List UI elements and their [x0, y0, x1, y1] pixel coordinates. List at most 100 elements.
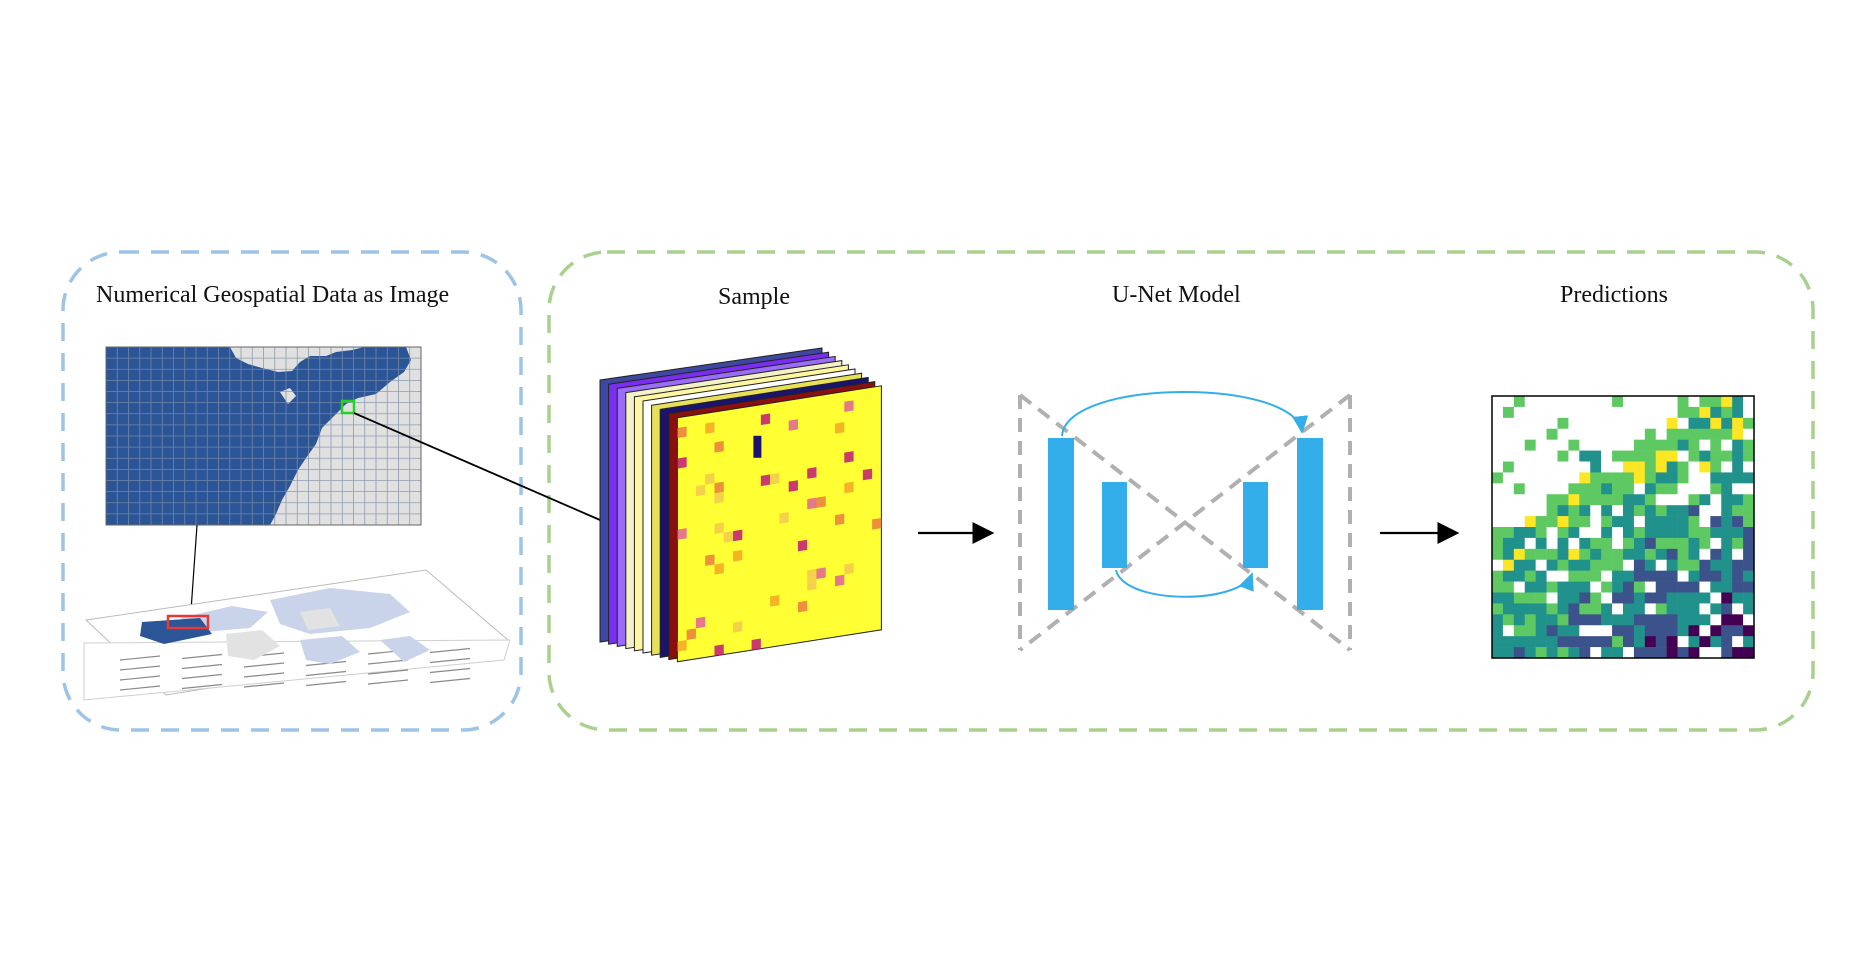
prediction-cell [1666, 472, 1678, 484]
prediction-cell [1502, 647, 1515, 659]
prediction-cell [1743, 406, 1755, 419]
prediction-cell [1590, 472, 1602, 484]
prediction-cell [1732, 494, 1744, 506]
prediction-cell [1655, 516, 1667, 528]
prediction-cell [1546, 396, 1558, 408]
prediction-cell [1546, 439, 1558, 451]
sample-hotspot-pixel [714, 491, 724, 504]
prediction-cell [1568, 548, 1580, 561]
prediction-cell [1732, 505, 1744, 517]
sample-hotspot-pixel [714, 644, 724, 656]
prediction-cell [1721, 559, 1733, 571]
prediction-cell [1492, 570, 1504, 582]
prediction-cell [1688, 494, 1700, 506]
sample-hotspot-pixel [733, 549, 743, 562]
sample-hotspot-pixel [835, 513, 845, 526]
prediction-cell [1743, 527, 1755, 539]
prediction-cell [1601, 505, 1613, 517]
prediction-cell [1732, 537, 1744, 550]
prediction-cell [1546, 592, 1558, 604]
prediction-cell [1557, 461, 1569, 473]
prediction-cell [1699, 417, 1711, 430]
prediction-cell [1535, 636, 1547, 648]
prediction-cell [1677, 537, 1689, 550]
prediction-cell [1699, 439, 1711, 451]
prediction-cell [1677, 614, 1689, 626]
sample-hotspot-pixel [807, 467, 817, 479]
prediction-cell [1524, 647, 1536, 659]
prediction-cell [1710, 625, 1722, 637]
prediction-cell [1601, 603, 1613, 615]
prediction-cell [1568, 472, 1580, 484]
prediction-cell [1535, 581, 1547, 593]
highlight-cell-box [340, 399, 356, 415]
prediction-cell [1710, 636, 1722, 648]
sample-hotspot-pixel [677, 640, 687, 652]
prediction-cell [1655, 625, 1667, 637]
prediction-cell [1546, 603, 1558, 615]
prediction-cell [1557, 428, 1569, 440]
prediction-cell [1579, 570, 1591, 582]
prediction-cell [1590, 406, 1602, 419]
prediction-cell [1492, 417, 1504, 430]
prediction-cell [1655, 505, 1667, 517]
prediction-cell [1535, 505, 1547, 517]
prediction-cell [1557, 559, 1569, 571]
prediction-cell [1579, 592, 1591, 604]
prediction-cell [1502, 603, 1515, 615]
prediction-cell [1612, 461, 1624, 473]
prediction-cell [1721, 406, 1733, 419]
prediction-cell [1612, 647, 1624, 659]
prediction-cell [1502, 570, 1515, 582]
prediction-cell [1502, 516, 1515, 528]
prediction-cell [1579, 581, 1591, 593]
prediction-cell [1699, 396, 1711, 408]
prediction-cell [1666, 483, 1678, 495]
sample-hotspot-pixel [835, 574, 845, 587]
prediction-cell [1535, 527, 1547, 539]
prediction-cell [1633, 636, 1646, 648]
prediction-cell [1633, 527, 1646, 539]
prediction-cell [1546, 461, 1558, 473]
prediction-cell [1535, 537, 1547, 550]
prediction-cell [1721, 603, 1733, 615]
prediction-cell [1579, 472, 1591, 484]
prediction-cell [1557, 450, 1569, 462]
prediction-cell [1743, 461, 1755, 473]
prediction-cell [1633, 417, 1646, 430]
prediction-cell [1666, 527, 1678, 539]
prediction-cell [1579, 406, 1591, 419]
prediction-cell [1557, 537, 1569, 550]
prediction-cell [1644, 406, 1657, 419]
prediction-cell [1666, 625, 1678, 637]
unet-diagram [1018, 391, 1352, 652]
prediction-cell [1666, 581, 1678, 593]
prediction-cell [1535, 603, 1547, 615]
prediction-cell [1513, 472, 1526, 484]
prediction-cell [1666, 603, 1678, 615]
zoom-connector-line [353, 412, 601, 521]
encoder-block-1 [1048, 438, 1074, 610]
prediction-cell [1524, 636, 1536, 648]
prediction-cell [1666, 516, 1678, 528]
prediction-cell [1535, 516, 1547, 528]
prediction-cell [1568, 647, 1580, 659]
prediction-cell [1524, 570, 1536, 582]
prediction-cell [1546, 559, 1558, 571]
prediction-cell [1612, 559, 1624, 571]
prediction-cell [1688, 483, 1700, 495]
prediction-cell [1612, 483, 1624, 495]
prediction-cell [1688, 625, 1700, 637]
prediction-cell [1655, 592, 1667, 604]
prediction-cell [1568, 570, 1580, 582]
prediction-cell [1623, 461, 1635, 473]
prediction-cell [1502, 396, 1515, 408]
sample-hotspot-pixel [770, 594, 780, 607]
prediction-cell [1612, 625, 1624, 637]
sample-hotspot-pixel [677, 457, 687, 469]
prediction-cell [1710, 516, 1722, 528]
prediction-cell [1546, 406, 1558, 419]
prediction-cell [1557, 592, 1569, 604]
prediction-cell [1710, 505, 1722, 517]
prediction-cell [1644, 483, 1657, 495]
